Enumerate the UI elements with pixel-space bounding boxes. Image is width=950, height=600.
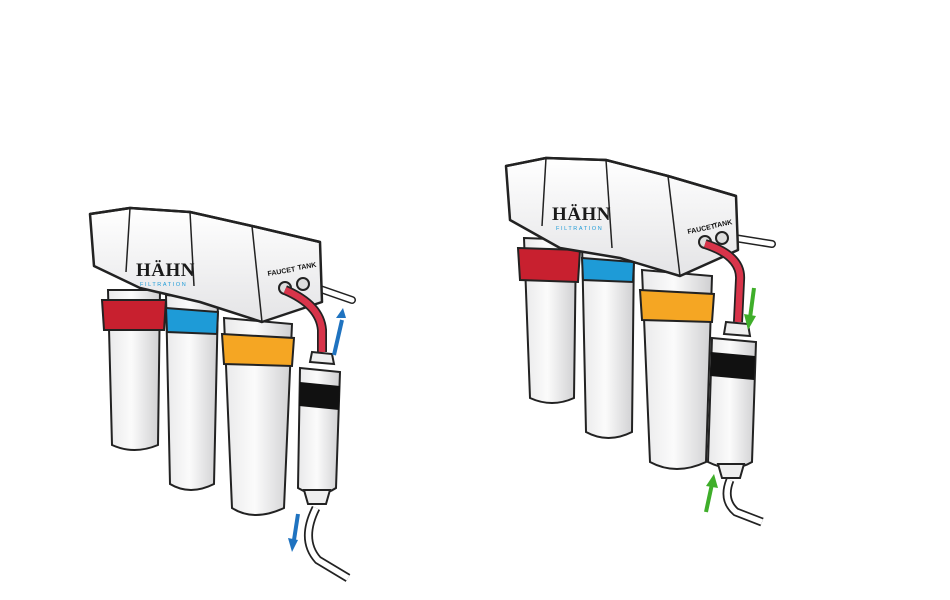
ring-blue-left — [166, 308, 218, 334]
canister-3-left — [222, 318, 294, 515]
canister-2-left — [166, 295, 218, 490]
post-filter-right — [708, 322, 756, 478]
tank-port-left — [297, 278, 309, 290]
brand-sub-right: FILTRATION — [556, 226, 603, 232]
flow-arrow-down-left — [288, 514, 298, 552]
post-filter-band-right — [710, 352, 755, 380]
ring-orange-left — [222, 334, 294, 366]
ring-blue-right — [582, 258, 634, 282]
tank-port-right — [716, 232, 728, 244]
right-filter-unit: HÄHN FILTRATION FAUCET TANK — [506, 158, 772, 522]
canister-3-right — [640, 270, 714, 469]
flow-arrow-up-right — [706, 474, 718, 512]
canister-1-left — [102, 290, 166, 450]
post-filter-left — [298, 352, 340, 504]
flow-arrow-up-left — [334, 308, 346, 355]
post-filter-band-left — [299, 382, 340, 410]
canister-2-right — [582, 242, 634, 438]
ring-red-right — [518, 248, 580, 282]
ring-orange-right — [640, 290, 714, 322]
brand-logo-left: HÄHN — [136, 260, 195, 281]
ring-red-left — [102, 300, 166, 330]
left-filter-unit: HÄHN FILTRATION FAUCET TANK — [90, 208, 352, 578]
canister-1-right — [518, 238, 580, 403]
brand-sub-left: FILTRATION — [140, 282, 187, 288]
brand-logo-right: HÄHN — [552, 204, 611, 225]
